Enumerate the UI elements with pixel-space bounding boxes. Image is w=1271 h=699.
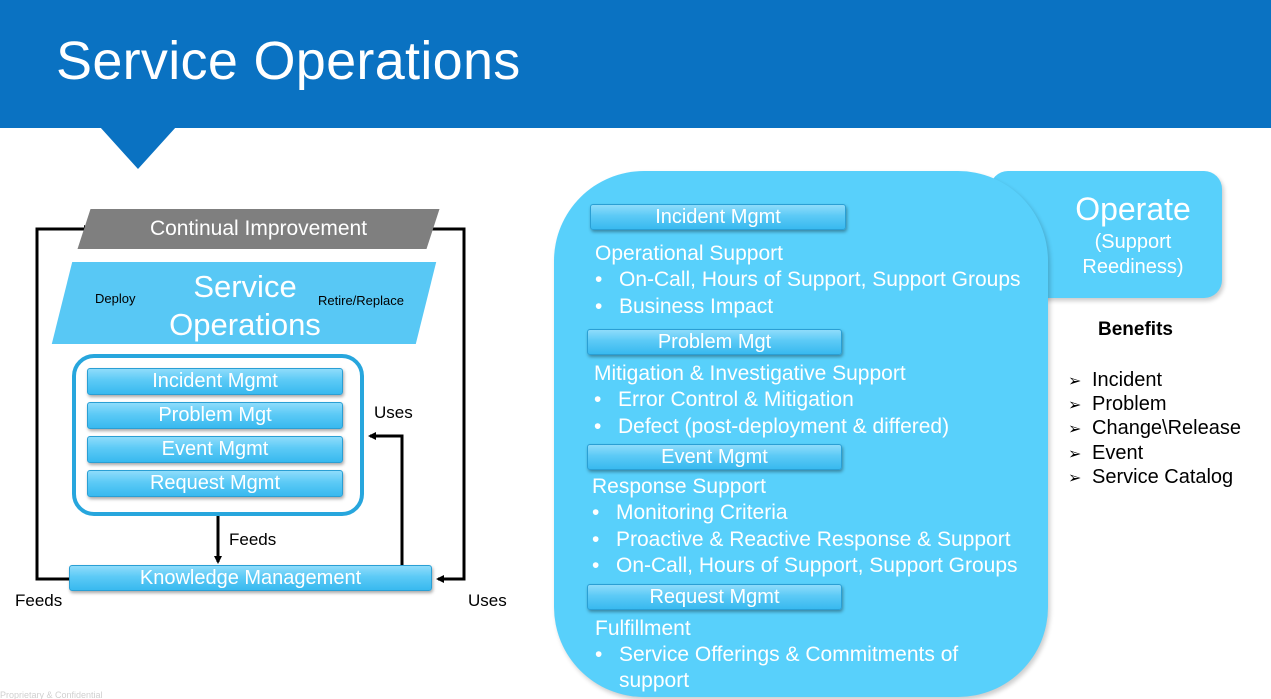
uses-bottom-label: Uses: [468, 591, 507, 610]
arrow-bullet-icon: ➢: [1068, 446, 1082, 463]
panel-incident-title: Operational Support: [595, 242, 783, 265]
panel-request-bullet-continuation: support: [619, 669, 690, 692]
benefit-item: ➢ Service Catalog: [1068, 466, 1233, 489]
arrow-bullet-icon: ➢: [1068, 470, 1082, 487]
panel-event-bullet: •Monitoring Criteria: [592, 501, 788, 524]
continual-improvement-box: Continual Improvement: [77, 209, 440, 249]
panel-problem-bullet: •Defect (post-deployment & differed): [594, 415, 950, 438]
panel-event-heading: Event Mgmt: [587, 444, 842, 470]
bullet-text: Monitoring Criteria: [616, 501, 788, 524]
panel-problem-heading: Problem Mgt: [587, 329, 842, 355]
banner-notch: [100, 127, 176, 169]
operate-subtitle-line1: (Support: [1094, 231, 1172, 253]
benefit-text: Change\Release: [1092, 417, 1241, 439]
panel-event-bullet: •Proactive & Reactive Response & Support: [592, 528, 1011, 551]
process-problem-mgt: Problem Mgt: [87, 402, 343, 429]
service-operations-box: Service Operations Deploy Retire/Replace: [51, 262, 437, 344]
benefits-title: Benefits: [1098, 319, 1173, 340]
panel-request-title: Fulfillment: [595, 617, 691, 640]
benefit-item: ➢ Event: [1068, 442, 1143, 465]
bullet-text: Proactive & Reactive Response & Support: [616, 528, 1011, 551]
uses-right-arrow: [368, 432, 404, 566]
bullet-text: Service Offerings & Commitments of: [619, 643, 959, 666]
bullet-text: On-Call, Hours of Support, Support Group…: [619, 268, 1021, 291]
benefit-text: Problem: [1092, 393, 1167, 415]
benefit-text: Event: [1092, 442, 1144, 464]
panel-event-bullet: •On-Call, Hours of Support, Support Grou…: [592, 554, 1018, 577]
arrow-bullet-icon: ➢: [1068, 373, 1082, 390]
benefit-text: Incident: [1092, 369, 1163, 391]
service-operations-title: Service Operations: [169, 269, 321, 342]
panel-request-bullet: •Service Offerings & Commitments of: [595, 643, 959, 666]
operate-subtitle: (Support Reediness): [1048, 230, 1218, 280]
arrow-bullet-icon: ➢: [1068, 397, 1082, 414]
panel-problem-title: Mitigation & Investigative Support: [594, 362, 906, 385]
benefit-item: ➢ Incident: [1068, 369, 1162, 392]
header-banner: [0, 0, 1271, 128]
feeds-left-label: Feeds: [15, 591, 63, 610]
knowledge-management-box: Knowledge Management: [69, 565, 432, 591]
operate-subtitle-line2: Reediness): [1082, 256, 1184, 278]
benefit-item: ➢ Change\Release: [1068, 417, 1241, 440]
bullet-text: On-Call, Hours of Support, Support Group…: [616, 554, 1018, 577]
process-incident-mgmt: Incident Mgmt: [87, 368, 343, 395]
uses-right-label: Uses: [374, 403, 413, 422]
bullet-text: Error Control & Mitigation: [618, 388, 854, 411]
panel-event-title: Response Support: [592, 475, 766, 498]
panel-incident-bullet: •Business Impact: [595, 295, 774, 318]
bullet-text: Defect (post-deployment & differed): [618, 415, 950, 438]
panel-problem-bullet: •Error Control & Mitigation: [594, 388, 854, 411]
process-request-mgmt: Request Mgmt: [87, 470, 343, 497]
retire-replace-label: Retire/Replace: [318, 293, 404, 308]
deploy-label: Deploy: [95, 291, 136, 306]
continual-improvement-label: Continual Improvement: [149, 217, 368, 240]
feeds-center-label: Feeds: [229, 530, 277, 549]
page-title: Service Operations: [56, 31, 521, 91]
panel-incident-bullet: •On-Call, Hours of Support, Support Grou…: [595, 268, 1021, 291]
panel-request-heading: Request Mgmt: [587, 584, 842, 610]
benefit-text: Service Catalog: [1092, 466, 1234, 488]
bullet-text: Business Impact: [619, 295, 774, 318]
footer-confidential: Proprietary & Confidential: [0, 690, 103, 699]
panel-incident-heading: Incident Mgmt: [590, 204, 846, 230]
benefit-item: ➢ Problem: [1068, 393, 1166, 416]
uses-bottom-arrow: [428, 227, 466, 583]
operate-title: Operate: [1075, 191, 1191, 227]
process-event-mgmt: Event Mgmt: [87, 436, 343, 463]
arrow-bullet-icon: ➢: [1068, 421, 1082, 438]
